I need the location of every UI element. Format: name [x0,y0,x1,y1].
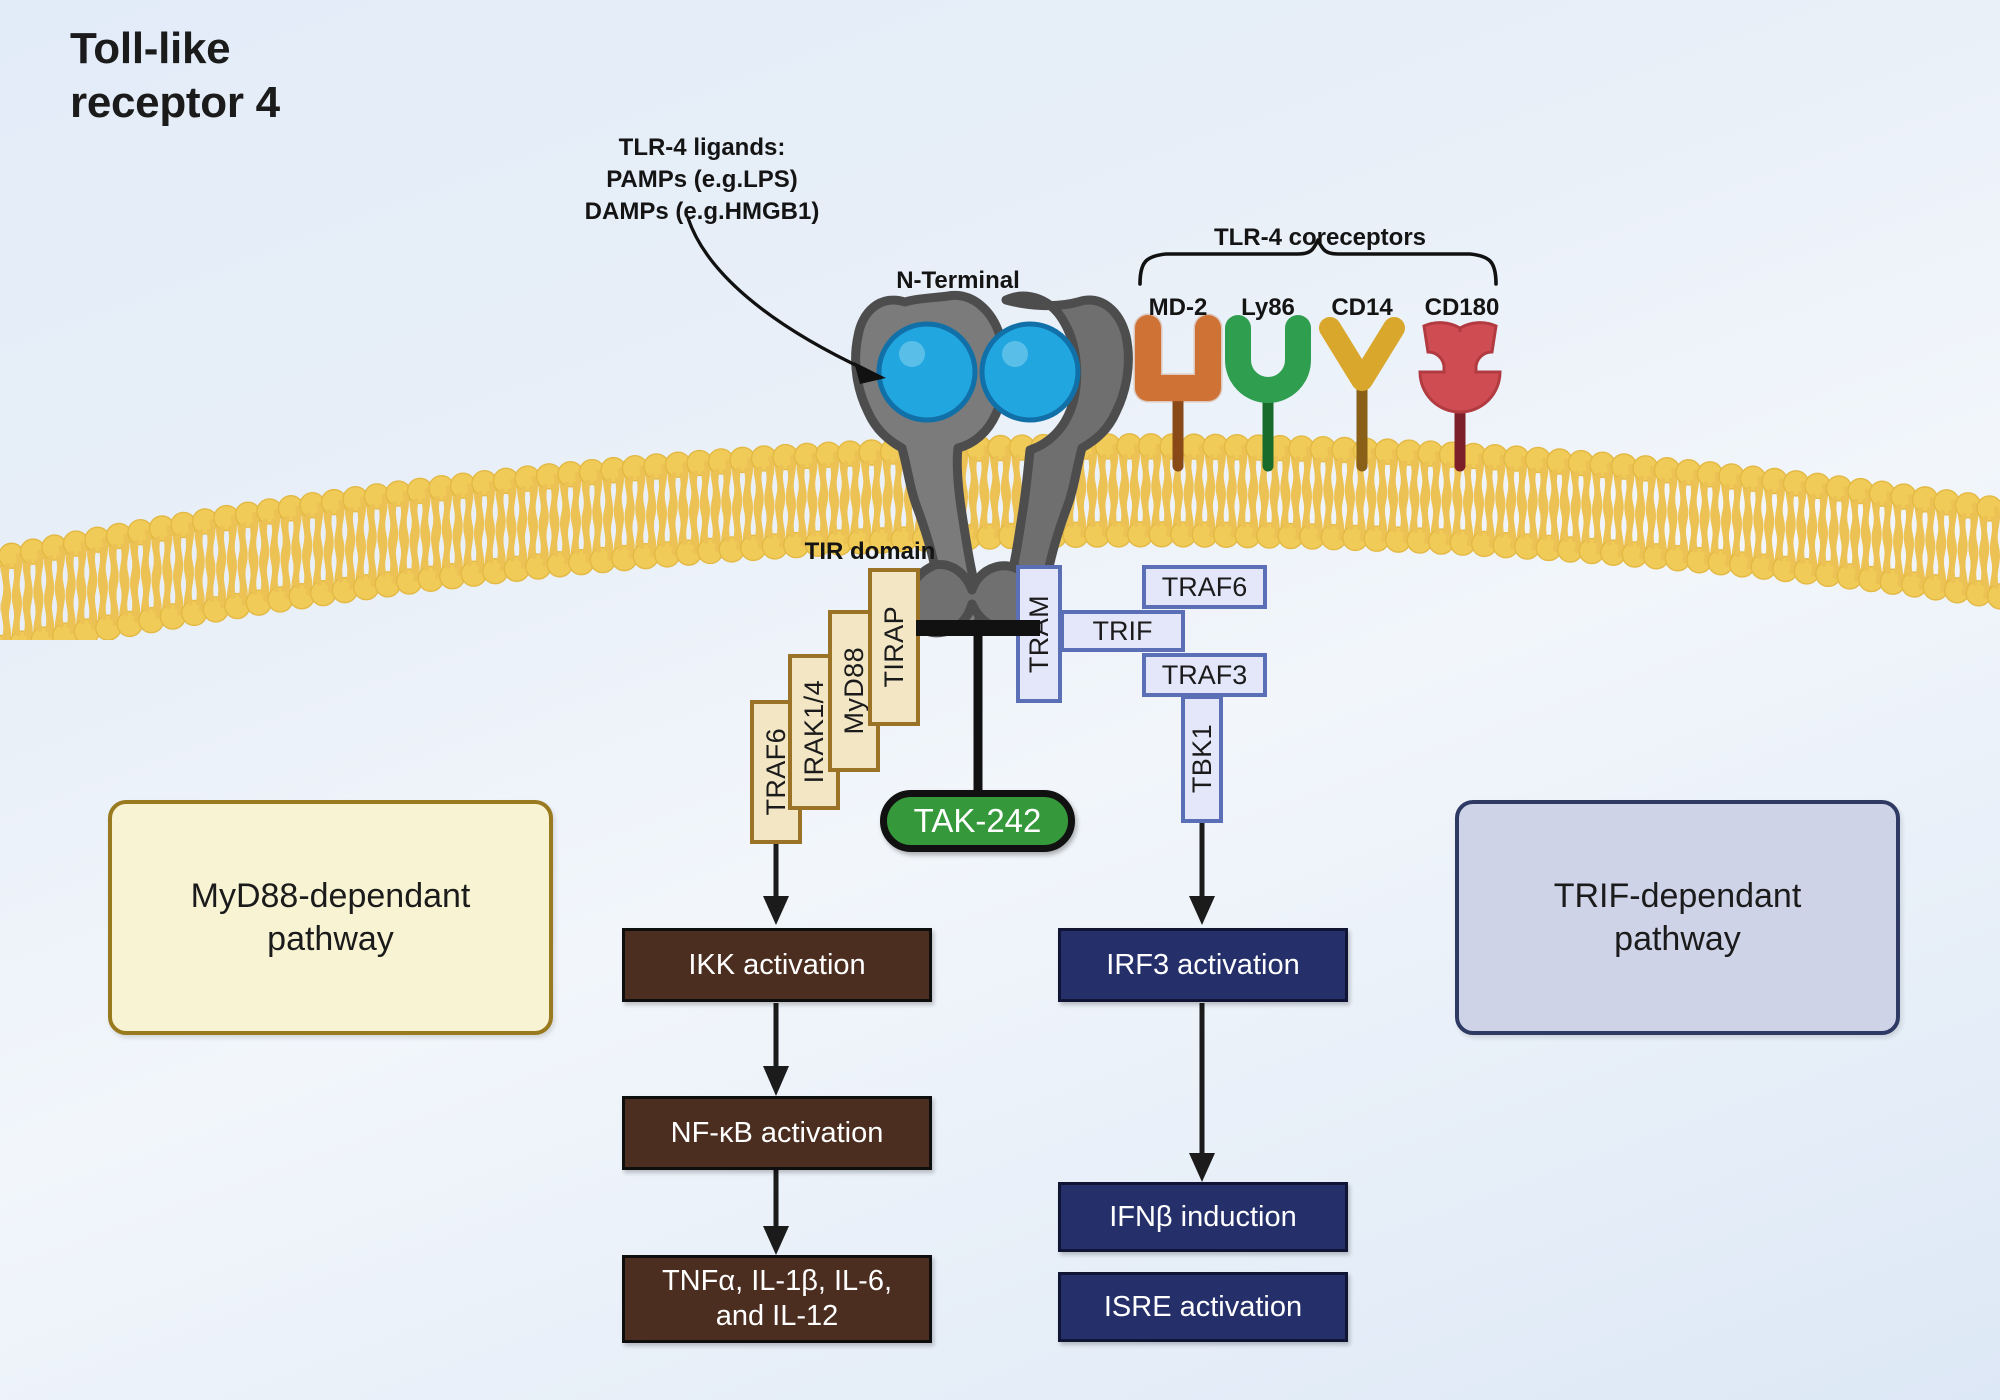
coreceptor-label-cd180: CD180 [1424,294,1500,321]
output-box-irf3[interactable]: IRF3 activation [1058,928,1348,1002]
pathway-card-trif[interactable]: TRIF-dependant pathway [1455,800,1900,1035]
adaptor-box-tram[interactable]: TRAM [1016,565,1062,703]
adaptor-box-trif[interactable]: TRIF [1060,610,1185,652]
output-box-cytokines[interactable]: TNFα, IL-1β, IL-6, and IL-12 [622,1255,932,1343]
coreceptors-title: TLR-4 coreceptors [1213,224,1427,251]
output-box-ikk[interactable]: IKK activation [622,928,932,1002]
coreceptor-label-md-2: MD-2 [1148,294,1208,321]
adaptor-box-traf3[interactable]: TRAF3 [1142,653,1267,697]
adaptor-box-tirap[interactable]: TIRAP [868,568,920,726]
coreceptor-label-cd14: CD14 [1331,294,1393,321]
page-title: Toll-like receptor 4 [70,24,280,127]
pathway-card-myd88[interactable]: MyD88-dependant pathway [108,800,553,1035]
output-box-ifnb[interactable]: IFNβ induction [1058,1182,1348,1252]
n-terminal-label: N-Terminal [896,267,1020,294]
output-box-nfkb[interactable]: NF-κB activation [622,1096,932,1170]
adaptor-box-traf6[interactable]: TRAF6 [1142,565,1267,609]
adaptor-box-tbk1[interactable]: TBK1 [1181,695,1223,823]
ligands-label: TLR-4 ligands: PAMPs (e.g.LPS) DAMPs (e.… [584,134,820,225]
tir-domain-label: TIR domain [804,538,936,565]
coreceptor-label-ly86: Ly86 [1241,294,1295,321]
tak-242-inhibitor[interactable]: TAK-242 [880,790,1075,852]
output-box-isre[interactable]: ISRE activation [1058,1272,1348,1342]
plasma-membrane [0,380,2000,640]
